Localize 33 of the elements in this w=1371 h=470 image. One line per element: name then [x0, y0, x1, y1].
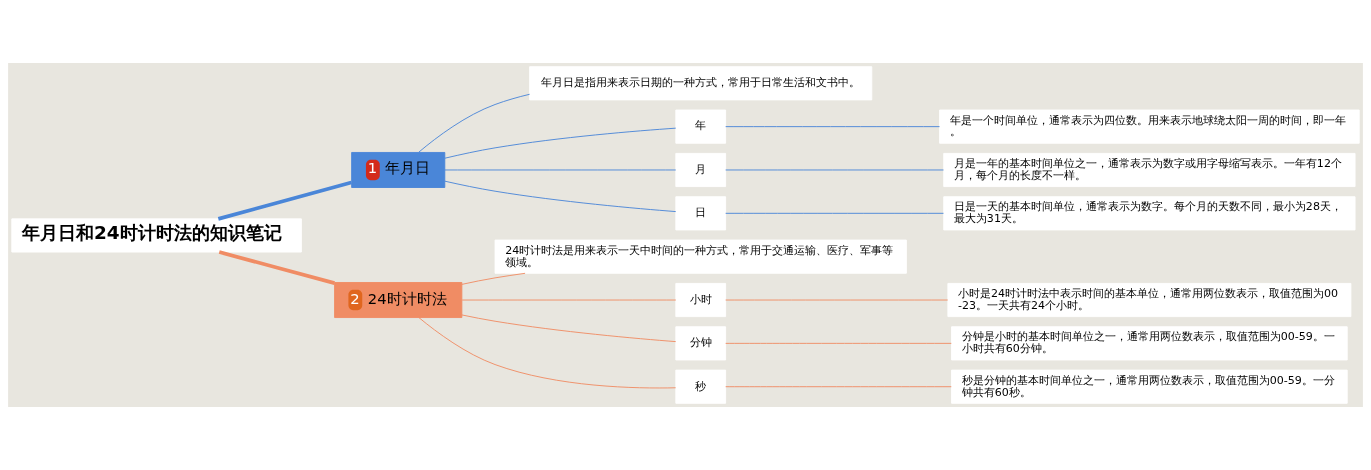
- node-box: 月: [675, 152, 727, 188]
- node-box: 秒: [675, 369, 727, 404]
- connector: [461, 272, 526, 285]
- node-box: 分钟是小时的基本时间单位之一，通常用两位数表示，取值范围为00-59。一小时共有60分钟。: [951, 326, 1348, 361]
- node-box: 年是一个时间单位，通常表示为四位数。用来表示地球绕太阳一周的时间，即一年。: [939, 109, 1360, 144]
- node-box: 秒是分钟的基本时间单位之一，通常用两位数表示，取值范围为00-59。一分钟共有60秒。: [951, 369, 1348, 404]
- connector: [218, 250, 335, 285]
- connector: [725, 342, 952, 344]
- node-box: 24时计时法是用来表示一天中时间的一种方式，常用于交通运输、医疗、军事等领域。: [494, 239, 907, 274]
- connector: [725, 212, 944, 214]
- node-box: 日是一天的基本时间单位，通常表示为数字。每个月的天数不同，最小为28天，最大为31天。: [943, 196, 1356, 231]
- connector: [725, 299, 949, 301]
- connector: [444, 180, 677, 213]
- node-box: 年月日是指用来表示日期的一种方式，常用于日常生活和文书中。: [529, 66, 873, 101]
- connector: [418, 317, 677, 389]
- node-box: 1 年月日: [351, 152, 446, 188]
- node-box: 小时: [675, 282, 727, 318]
- node-box: 小时是24时计时法中表示时间的基本单位，通常用两位数表示，取值范围为00-23。一天共有24个小时。: [947, 282, 1352, 318]
- node-box: 年: [675, 109, 727, 144]
- node-box: 年月日和24时计时法的知识笔记: [11, 218, 302, 253]
- connector: [725, 386, 952, 388]
- connector: [444, 169, 677, 171]
- connector: [461, 299, 677, 301]
- node-box: 分钟: [675, 326, 727, 361]
- connector: [217, 180, 352, 221]
- node-box: 日: [675, 196, 727, 231]
- connector: [725, 169, 944, 171]
- connector: [444, 127, 677, 159]
- node-box: 月是一年的基本时间单位之一，通常表示为数字或用字母缩写表示。一年有12个月，每个月的长度不一样。: [943, 152, 1356, 188]
- connector: [725, 126, 940, 128]
- connector: [461, 314, 677, 343]
- node-box: 2 24时计时法: [334, 282, 463, 318]
- connector: [418, 93, 531, 153]
